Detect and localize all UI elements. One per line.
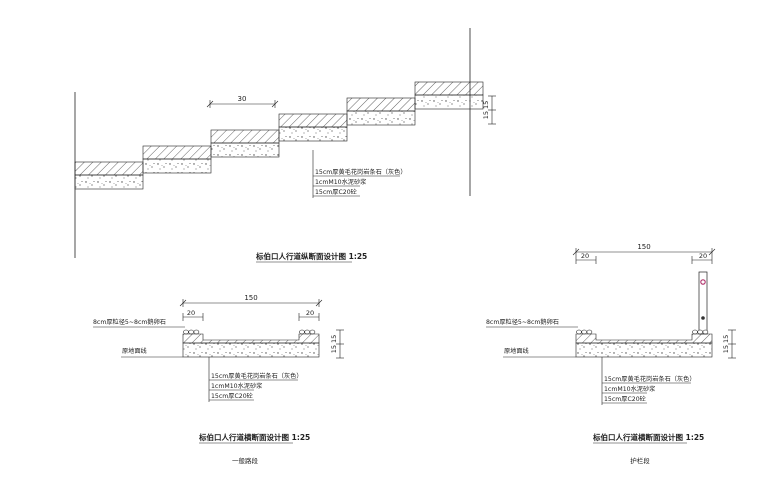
step-base	[74, 174, 144, 190]
railing-ground-label: 原地面线	[504, 347, 529, 355]
pebble	[193, 329, 200, 335]
general-layer-notes: 15cm厚黄毛花岗岩条石（灰色） 1cmM10水泥砂浆 15cm厚C20砼	[208, 357, 303, 402]
general-ground-label: 原地面线	[122, 347, 147, 355]
step-profile	[74, 81, 484, 190]
railing-height-dimension: 15 15	[722, 329, 736, 359]
general-layer-3: 15cm厚C20砼	[211, 392, 254, 400]
pebble	[586, 329, 593, 335]
step-slab	[210, 129, 280, 144]
railing-pebble-row	[576, 329, 709, 335]
pebble	[692, 329, 698, 335]
pebble	[299, 329, 305, 335]
general-left-dimension: 20	[182, 309, 204, 321]
step-base	[210, 142, 280, 158]
railing-post	[698, 271, 708, 335]
railing-bolt-icon	[700, 279, 706, 285]
railing-right-label: 20	[699, 252, 707, 260]
pebble	[576, 329, 582, 335]
step-slab	[414, 81, 484, 96]
general-paving-slab	[182, 333, 320, 344]
general-total-dimension: 150	[179, 294, 323, 307]
railing-left-dimension: 20	[575, 252, 597, 264]
general-concrete-base	[182, 342, 320, 358]
railing-total-label: 150	[637, 243, 650, 251]
tread-dimension-label: 30	[238, 95, 247, 103]
railing-layer-notes: 15cm厚黄毛花岗岩条石（灰色） 1cmM10水泥砂浆 15cm厚C20砼	[601, 357, 696, 405]
general-layer-2: 1cmM10水泥砂浆	[211, 382, 262, 390]
step-base	[278, 126, 348, 142]
general-title: 标伯口人行道横断面设计图 1:25	[198, 432, 310, 442]
profile-layer-2: 1cmM10水泥砂浆	[315, 178, 366, 186]
step-slab	[74, 161, 144, 176]
railing-anchor-icon	[701, 316, 705, 320]
general-layer-1: 15cm厚黄毛花岗岩条石（灰色）	[211, 372, 303, 380]
cross-section-railing: 150 20 20 原地面线 8cm厚粒径5~8cm鹅卵石	[486, 243, 736, 465]
railing-concrete-base	[575, 342, 713, 358]
riser-dimension: 15 15	[482, 95, 496, 125]
railing-pebble-label: 8cm厚粒径5~8cm鹅卵石	[486, 318, 559, 326]
railing-total-dimension: 150	[572, 243, 716, 256]
railing-layer-3: 15cm厚C20砼	[604, 395, 647, 403]
general-height-label: 15 15	[330, 335, 338, 354]
profile-layer-1: 15cm厚黄毛花岗岩条石（灰色）	[315, 168, 407, 176]
railing-layer-1: 15cm厚黄毛花岗岩条石（灰色）	[604, 375, 696, 383]
railing-title: 标伯口人行道横断面设计图 1:25	[592, 432, 704, 442]
pebble	[697, 329, 704, 335]
general-subtitle: 一般路段	[232, 456, 259, 465]
general-left-label: 20	[187, 309, 195, 317]
cross-section-general: 150 20 20 原地面线 8cm厚粒径5~8cm鹅卵石	[93, 294, 344, 465]
tread-dimension: 30	[206, 95, 279, 108]
general-total-label: 150	[244, 294, 257, 302]
general-right-label: 20	[306, 309, 314, 317]
profile-layer-3: 15cm厚C20砼	[315, 188, 358, 196]
pebble	[188, 329, 194, 335]
general-right-dimension: 20	[298, 309, 320, 321]
step-slab	[278, 113, 348, 128]
general-pebble-row	[183, 329, 316, 335]
step-slab	[346, 97, 416, 112]
general-pebble-label: 8cm厚粒径5~8cm鹅卵石	[93, 318, 166, 326]
riser-dimension-label: 15 15	[482, 101, 490, 120]
step-slab	[142, 145, 212, 160]
general-height-dimension: 15 15	[330, 329, 344, 359]
step-base	[142, 158, 212, 174]
profile-layer-notes: 15cm厚黄毛花岗岩条石（灰色） 1cmM10水泥砂浆 15cm厚C20砼	[312, 150, 407, 198]
railing-height-label: 15 15	[722, 335, 730, 354]
railing-paving-slab	[575, 333, 713, 344]
longitudinal-profile: 30 15 15 15cm厚黄毛花岗岩条石（灰色） 1cmM10水泥砂浆 15c…	[74, 28, 496, 263]
railing-right-dimension: 20	[691, 252, 713, 264]
pebble	[304, 329, 311, 335]
pebble	[702, 329, 709, 335]
step-base	[414, 94, 484, 110]
step-base	[346, 110, 416, 126]
pebble	[309, 329, 316, 335]
railing-left-label: 20	[581, 252, 589, 260]
railing-subtitle: 护栏段	[630, 456, 650, 465]
profile-title: 标伯口人行道纵断面设计图 1:25	[255, 251, 367, 261]
railing-layer-2: 1cmM10水泥砂浆	[604, 385, 655, 393]
pebble	[581, 329, 588, 335]
pebble	[183, 329, 189, 335]
